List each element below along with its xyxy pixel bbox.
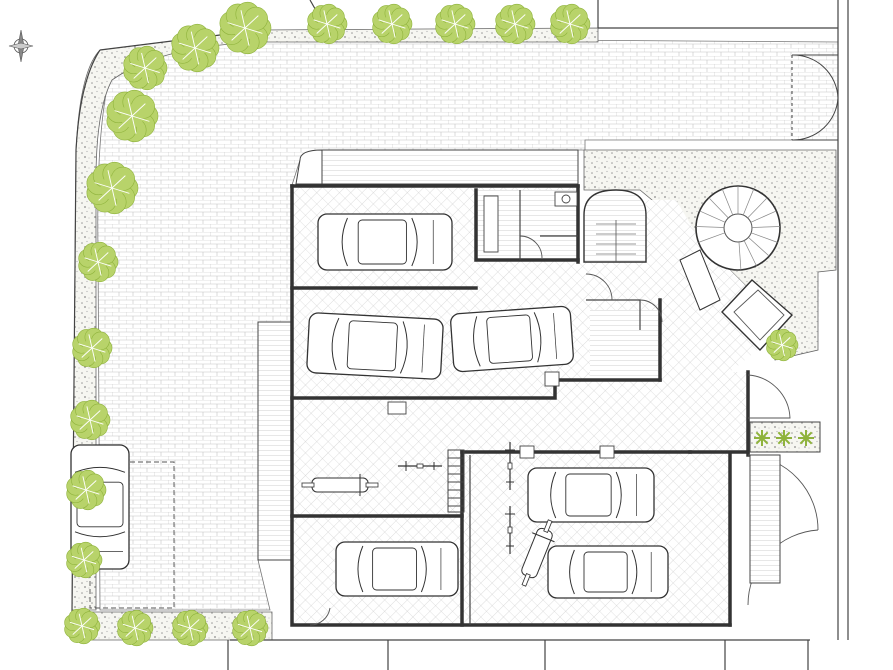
tree-icon <box>86 161 139 215</box>
bicycles <box>398 442 515 554</box>
tree-icon <box>232 609 269 647</box>
tree-icon <box>171 23 220 73</box>
car-icon <box>335 541 459 597</box>
car-icon <box>450 305 574 373</box>
tree-icon <box>798 430 814 446</box>
spiral-stair-treads <box>696 186 780 270</box>
tree-icon <box>754 430 770 446</box>
walls <box>290 184 750 627</box>
motorcycle-icon <box>521 519 555 587</box>
planter <box>749 421 821 584</box>
compass-rose-icon <box>8 29 34 63</box>
tree-icon <box>66 469 107 511</box>
tree-icon <box>78 241 119 283</box>
car-icon <box>527 467 655 523</box>
tree-icon <box>70 399 111 441</box>
tree-icon <box>372 3 413 45</box>
tree-icon <box>117 609 154 647</box>
car-icon <box>547 545 669 599</box>
tree-icon <box>495 3 536 45</box>
tree-icon <box>106 89 159 143</box>
motorcycle-icon <box>301 474 379 496</box>
tree-icon <box>776 430 792 446</box>
fixtures <box>387 191 615 459</box>
tree-icon <box>550 3 591 45</box>
tree-icon <box>307 3 348 45</box>
site-boundary <box>71 0 849 670</box>
bicycle-icon <box>398 461 442 471</box>
entrance-gate <box>791 54 839 141</box>
trees <box>64 1 814 647</box>
tree-icon <box>219 1 272 55</box>
tree-icon <box>72 327 113 369</box>
spiral-staircase-icon <box>679 185 781 311</box>
tree-icon <box>66 541 103 579</box>
motorcycles <box>301 474 555 587</box>
ramp <box>257 149 579 561</box>
tree-icon <box>123 45 168 91</box>
car-icon <box>317 213 453 271</box>
tree-icon <box>172 609 209 647</box>
bicycle-icon <box>505 506 515 554</box>
tree-icon <box>766 328 799 362</box>
bicycle-rack <box>447 449 465 513</box>
tree-icon <box>435 3 476 45</box>
tree-icon <box>64 607 101 645</box>
bicycle-icon <box>505 442 515 490</box>
car-icon <box>306 312 444 380</box>
stair-core <box>583 189 647 263</box>
